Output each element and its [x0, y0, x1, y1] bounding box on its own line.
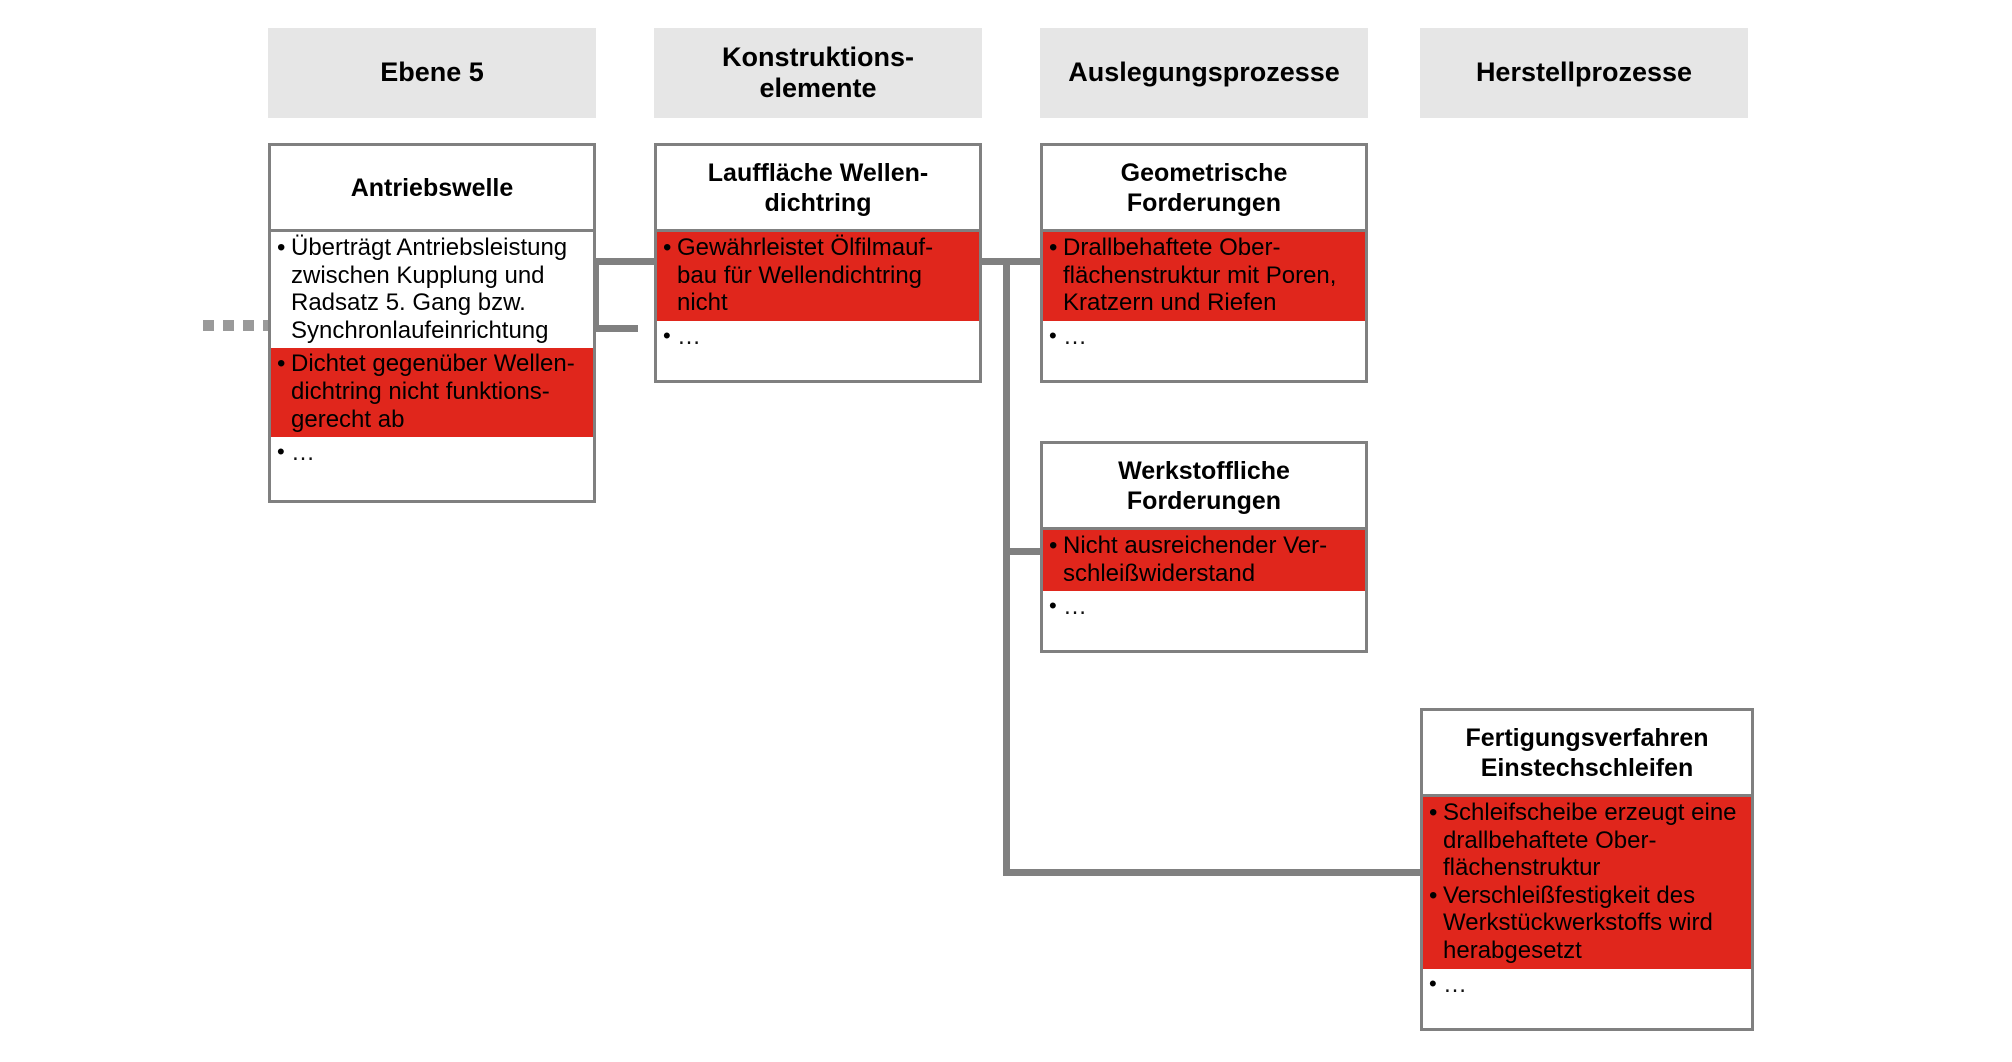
bullet-text: Dichtet gegenüber Wellen-dichtring nicht…	[291, 350, 575, 433]
card-fertigungsverfahren-einstechschleifen[interactable]: Fertigungsverfahren Einstechschleifen • …	[1420, 708, 1754, 1031]
card-body: • Schleifscheibe erzeugt eine drallbehaf…	[1423, 797, 1751, 1002]
connector-trunk-to-werkstoffliche	[1003, 548, 1051, 555]
card-title-text: Fertigungsverfahren Einstechschleifen	[1465, 723, 1709, 782]
leader-dot	[223, 320, 234, 331]
card-lauflaeche-wellendichtring[interactable]: Lauffläche Wellen-dichtring • Gewährleis…	[654, 143, 982, 383]
bullet-glyph: •	[663, 234, 672, 261]
bullet-group-highlighted: • Schleifscheibe erzeugt eine drallbehaf…	[1423, 797, 1751, 969]
bullet-glyph: •	[277, 439, 285, 465]
leader-dot	[243, 320, 254, 331]
bullet-glyph: •	[1429, 799, 1438, 826]
bullet-text: Drallbehaftete Ober-flächenstruktur mit …	[1063, 234, 1337, 317]
card-geometrische-forderungen[interactable]: Geometrische Forderungen • Drallbehaftet…	[1040, 143, 1368, 383]
card-title-text: Werkstoffliche Forderungen	[1118, 456, 1290, 515]
connector-antriebswelle-to-lauflaeche	[592, 325, 638, 332]
column-header-label: Herstellprozesse	[1475, 57, 1693, 88]
column-header-label: Ebene 5	[380, 57, 484, 88]
bullet-item: • Dichtet gegenüber Wellen-dichtring nic…	[277, 350, 587, 433]
bullet-item: • Schleifscheibe erzeugt eine drallbehaf…	[1429, 799, 1745, 882]
bullet-text: …	[291, 439, 316, 467]
card-title-text: Geometrische Forderungen	[1120, 158, 1288, 217]
card-title-text: Antriebswelle	[350, 173, 514, 202]
bullet-glyph: •	[1049, 532, 1058, 559]
card-title: Lauffläche Wellen-dichtring	[657, 146, 979, 232]
bullet-text: Nicht ausreichender Ver-schleißwiderstan…	[1063, 532, 1328, 587]
bullet-group-highlighted: • Nicht ausreichender Ver-schleißwiderst…	[1043, 530, 1365, 592]
card-body: • Gewährleistet Ölfilmauf-bau für Wellen…	[657, 232, 979, 354]
bullet-glyph: •	[1049, 234, 1058, 261]
card-title: Fertigungsverfahren Einstechschleifen	[1423, 711, 1751, 797]
column-header-label: Konstruktions- elemente	[722, 41, 914, 103]
bullet-group: • Überträgt Antriebsleistung zwischen Ku…	[271, 232, 593, 348]
connector-trunk-to-fertigungsverfahren	[1003, 869, 1423, 876]
column-header-label: Auslegungsprozesse	[1068, 57, 1340, 88]
connector-trunk-to-geometrische	[1003, 258, 1051, 265]
card-werkstoffliche-forderungen[interactable]: Werkstoffliche Forderungen • Nicht ausre…	[1040, 441, 1368, 653]
column-header-auslegungsprozesse: Auslegungsprozesse	[1040, 28, 1368, 118]
card-title: Werkstoffliche Forderungen	[1043, 444, 1365, 530]
bullet-text: …	[677, 322, 702, 350]
column-header-ebene-5: Ebene 5	[268, 28, 596, 118]
bullet-item: • Überträgt Antriebsleistung zwischen Ku…	[277, 234, 587, 344]
bullet-item-ellipsis: • …	[277, 439, 587, 467]
bullet-group: • …	[1043, 591, 1365, 625]
bullet-item: • Nicht ausreichender Ver-schleißwiderst…	[1049, 532, 1359, 587]
bullet-group: • …	[271, 437, 593, 471]
card-body: • Drallbehaftete Ober-flächenstruktur mi…	[1043, 232, 1365, 354]
card-body: • Überträgt Antriebsleistung zwischen Ku…	[271, 232, 593, 471]
bullet-group: • …	[1043, 321, 1365, 355]
bullet-text: Verschleißfestigkeit des Werkstückwerkst…	[1443, 881, 1713, 964]
bullet-text: …	[1063, 593, 1088, 621]
bullet-glyph: •	[1429, 970, 1437, 996]
bullet-item-ellipsis: • …	[1429, 971, 1745, 999]
bullet-text: …	[1443, 970, 1468, 998]
bullet-glyph: •	[277, 350, 286, 378]
card-antriebswelle[interactable]: Antriebswelle • Überträgt Antriebsleistu…	[268, 143, 596, 503]
bullet-glyph: •	[1429, 881, 1438, 909]
bullet-item: • Drallbehaftete Ober-flächenstruktur mi…	[1049, 234, 1359, 317]
bullet-text: Überträgt Antriebsleistung zwischen Kupp…	[291, 234, 568, 344]
bullet-group-highlighted: • Dichtet gegenüber Wellen-dichtring nic…	[271, 348, 593, 438]
connector-trunk-vertical	[1003, 258, 1010, 876]
card-title: Antriebswelle	[271, 146, 593, 232]
bullet-group-highlighted: • Gewährleistet Ölfilmauf-bau für Wellen…	[657, 232, 979, 321]
bullet-glyph: •	[277, 234, 286, 261]
connector-antriebswelle-to-lauflaeche	[592, 258, 662, 265]
leader-dot	[203, 320, 214, 331]
bullet-glyph: •	[1049, 322, 1057, 348]
card-body: • Nicht ausreichender Ver-schleißwiderst…	[1043, 530, 1365, 625]
card-title-text: Lauffläche Wellen-dichtring	[707, 158, 929, 217]
column-header-herstellprozesse: Herstellprozesse	[1420, 28, 1748, 118]
bullet-text: …	[1063, 322, 1088, 350]
bullet-text: Gewährleistet Ölfilmauf-bau für Wellendi…	[677, 234, 934, 317]
card-title: Geometrische Forderungen	[1043, 146, 1365, 232]
bullet-text: Schleifscheibe erzeugt eine drallbehafte…	[1443, 799, 1737, 882]
bullet-item: • Verschleißfestigkeit des Werkstückwerk…	[1429, 882, 1745, 965]
bullet-item-ellipsis: • …	[1049, 593, 1359, 621]
bullet-item: • Gewährleistet Ölfilmauf-bau für Wellen…	[663, 234, 973, 317]
bullet-group-highlighted: • Drallbehaftete Ober-flächenstruktur mi…	[1043, 232, 1365, 321]
bullet-group: • …	[657, 321, 979, 355]
bullet-glyph: •	[663, 322, 671, 348]
column-header-konstruktionselemente: Konstruktions- elemente	[654, 28, 982, 118]
bullet-item-ellipsis: • …	[1049, 323, 1359, 351]
bullet-glyph: •	[1049, 593, 1057, 619]
bullet-item-ellipsis: • …	[663, 323, 973, 351]
bullet-group: • …	[1423, 969, 1751, 1003]
